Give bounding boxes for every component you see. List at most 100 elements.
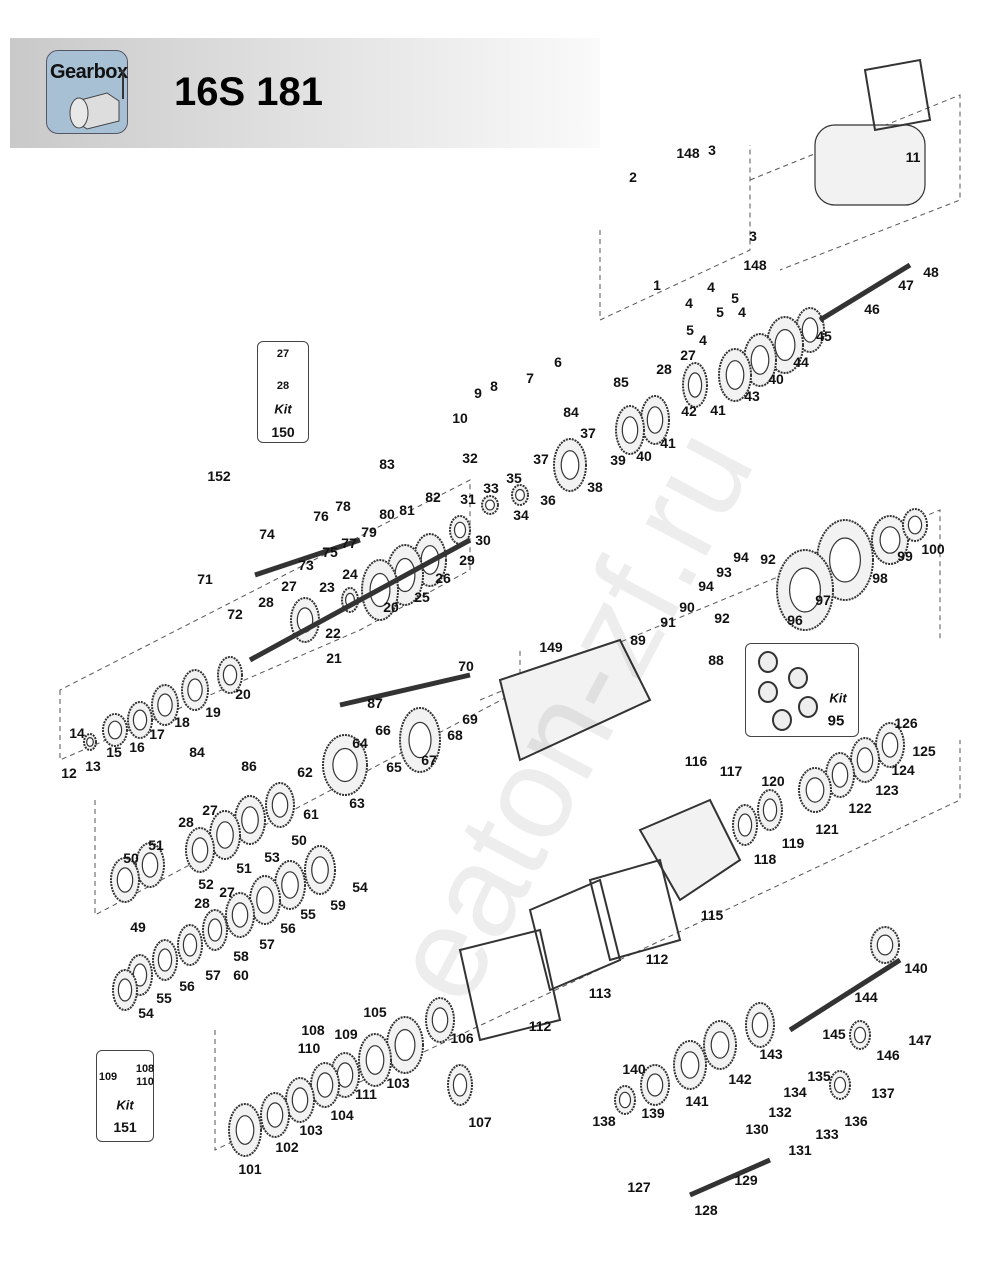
- gasket-plate: [528, 878, 622, 992]
- part-callout-57: 57: [259, 936, 275, 952]
- part-callout-126: 126: [894, 715, 918, 731]
- dashed-boundary: [749, 94, 961, 271]
- gear-bore: [241, 806, 259, 834]
- part-callout-112: 112: [528, 1018, 552, 1034]
- gear-bore: [394, 1028, 416, 1061]
- part-callout-52: 52: [198, 876, 214, 892]
- part-callout-32: 32: [462, 450, 478, 466]
- input-shaft: [818, 262, 912, 323]
- part-callout-53: 53: [264, 849, 280, 865]
- gear-bore: [222, 664, 238, 686]
- gear-bore: [751, 1012, 769, 1038]
- gear-bore: [187, 678, 203, 702]
- part-callout-102: 102: [275, 1139, 299, 1155]
- part-callout-71: 71: [197, 571, 213, 587]
- part-callout-137: 137: [871, 1085, 895, 1101]
- part-callout-152: 152: [207, 468, 231, 484]
- part-callout-46: 46: [864, 301, 880, 317]
- part-callout-9: 9: [474, 385, 482, 401]
- part-callout-76: 76: [313, 508, 329, 524]
- part-callout-63: 63: [349, 795, 365, 811]
- part-callout-88: 88: [708, 652, 724, 668]
- clutch-housing: [814, 124, 926, 206]
- part-callout-5: 5: [686, 322, 694, 338]
- part-callout-86: 86: [241, 758, 257, 774]
- gear-bore: [86, 736, 94, 747]
- part-callout-103: 103: [299, 1122, 323, 1138]
- dashed-boundary: [599, 145, 751, 321]
- gear-bore: [853, 1026, 867, 1044]
- kit-item: 109: [98, 1071, 118, 1083]
- part-callout-110: 110: [297, 1040, 321, 1056]
- gear-bore: [788, 567, 821, 613]
- part-callout-11: 11: [905, 149, 921, 165]
- kit-number: 95: [827, 712, 845, 730]
- part-callout-109: 109: [334, 1026, 358, 1042]
- part-callout-15: 15: [106, 744, 122, 760]
- part-callout-54: 54: [138, 1005, 154, 1021]
- part-callout-138: 138: [592, 1113, 616, 1129]
- part-callout-69: 69: [462, 711, 478, 727]
- part-callout-117: 117: [719, 763, 743, 779]
- part-callout-2: 2: [629, 169, 637, 185]
- part-callout-27: 27: [281, 578, 297, 594]
- part-callout-111: 111: [355, 1086, 377, 1102]
- kit-number: 150: [271, 424, 295, 440]
- part-callout-107: 107: [468, 1114, 492, 1130]
- gear-bore: [107, 720, 123, 740]
- gear-bore: [876, 934, 894, 956]
- gear-bore: [216, 821, 234, 849]
- gearbox-icon: [69, 70, 124, 130]
- gear-bore: [452, 1073, 468, 1097]
- part-callout-4: 4: [685, 295, 693, 311]
- gear-bore: [621, 416, 639, 444]
- gear-bore: [453, 521, 467, 539]
- part-callout-8: 8: [490, 378, 498, 394]
- gasket: [458, 928, 562, 1042]
- part-callout-147: 147: [908, 1032, 932, 1048]
- gear-bore: [191, 837, 209, 863]
- part-callout-7: 7: [526, 370, 534, 386]
- part-callout-51: 51: [148, 837, 164, 853]
- gear-bore: [116, 867, 134, 893]
- gear-bore: [828, 537, 861, 583]
- part-callout-70: 70: [458, 658, 474, 674]
- part-callout-128: 128: [694, 1202, 718, 1218]
- part-callout-129: 129: [734, 1172, 758, 1188]
- gearbox-logo: Gearbox: [46, 50, 128, 134]
- part-callout-37: 37: [533, 451, 549, 467]
- part-callout-132: 132: [768, 1104, 792, 1120]
- part-callout-93: 93: [716, 564, 732, 580]
- part-callout-123: 123: [875, 782, 899, 798]
- part-callout-56: 56: [179, 978, 195, 994]
- part-callout-40: 40: [768, 371, 784, 387]
- mainshaft: [248, 537, 472, 663]
- kit-151-box: 109 108 110 Kit 151: [96, 1050, 154, 1142]
- kit-150-box: 27 28 Kit 150: [257, 341, 309, 443]
- part-callout-106: 106: [450, 1030, 474, 1046]
- gear-bore: [881, 732, 899, 758]
- gear-bore: [235, 1115, 255, 1145]
- gear-bore: [132, 963, 148, 987]
- part-callout-101: 101: [238, 1161, 262, 1177]
- kit-item: 27: [276, 348, 290, 360]
- part-callout-148: 148: [743, 257, 767, 273]
- gear-bore: [805, 777, 825, 803]
- shift-rod: [254, 537, 361, 578]
- kit-item: 110: [136, 1076, 154, 1088]
- gear-bore: [157, 948, 173, 972]
- part-callout-35: 35: [506, 470, 522, 486]
- gear-bore: [182, 933, 198, 957]
- rear-housing: [638, 798, 742, 902]
- part-callout-77: 77: [341, 535, 357, 551]
- part-callout-94: 94: [733, 549, 749, 565]
- part-callout-22: 22: [325, 625, 341, 641]
- kit-item: 108: [135, 1063, 155, 1075]
- gear-bore: [710, 1031, 730, 1059]
- part-callout-27: 27: [219, 884, 235, 900]
- part-callout-142: 142: [728, 1071, 752, 1087]
- part-callout-58: 58: [233, 948, 249, 964]
- part-callout-100: 100: [921, 541, 945, 557]
- part-callout-28: 28: [194, 895, 210, 911]
